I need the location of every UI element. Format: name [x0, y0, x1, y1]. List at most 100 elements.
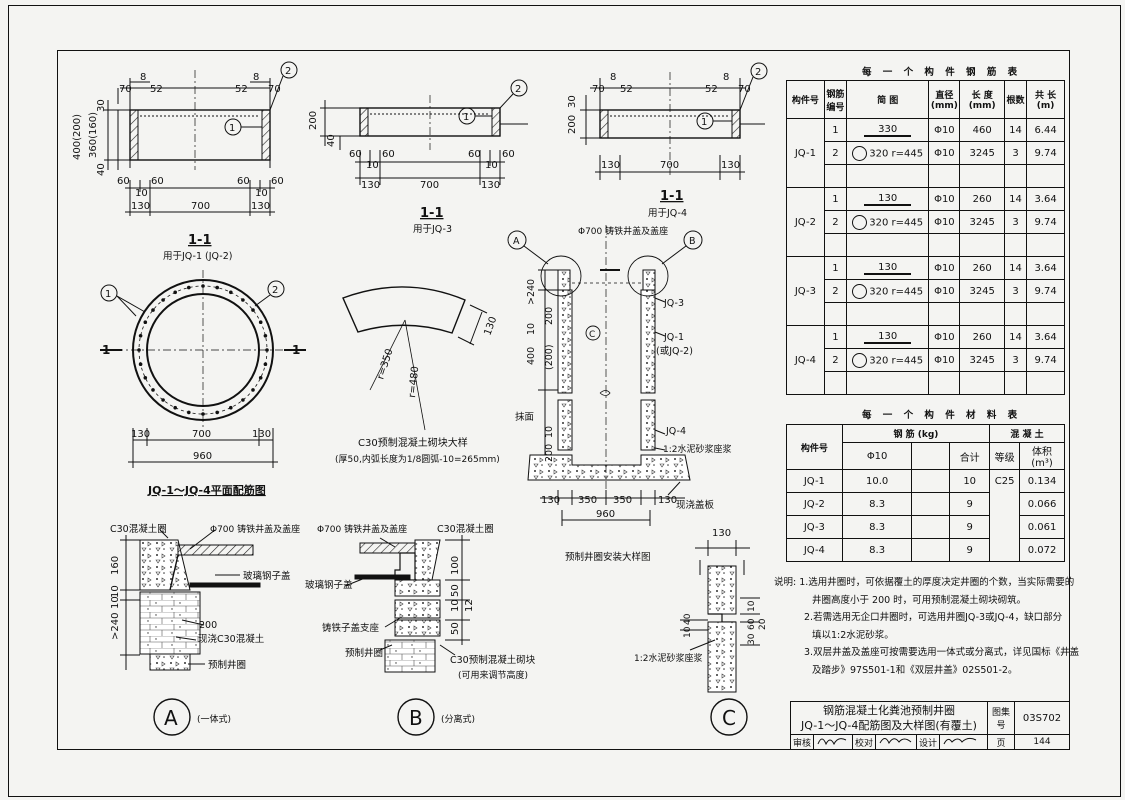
detail-mark: B: [409, 706, 423, 730]
dim-text: 50: [450, 622, 461, 635]
detail-a: [120, 529, 261, 736]
rebar-dot: [201, 412, 205, 416]
label-text: C30混凝土圈: [437, 523, 494, 535]
dim-text: 10: [110, 596, 121, 609]
detail-c-text: 130 10 60 30 20 10 40 1:2水泥砂浆座浆 C: [634, 528, 768, 730]
dim-text: 130: [251, 201, 270, 212]
table-cell-dia: Φ10: [928, 210, 961, 234]
dim-text: 350: [613, 495, 632, 506]
view-title: 预制井圈安装大样图: [565, 551, 651, 563]
empty-cell: [1026, 164, 1065, 188]
col-header: [911, 442, 951, 470]
dim-text: 52: [150, 84, 163, 95]
label-text: C30混凝土圈: [110, 523, 167, 535]
table-cell-len: 3245: [959, 279, 1005, 303]
table-cell-shape: 320 r=445: [846, 279, 930, 303]
table-cell-n: 3: [1003, 210, 1028, 234]
table-cell-total: 9.74: [1026, 210, 1065, 234]
col-header: 根数: [1003, 80, 1028, 119]
empty-cell: [823, 164, 848, 188]
dim-text: 400(200): [72, 114, 83, 160]
dim-text: 70: [119, 84, 132, 95]
empty-cell: [911, 492, 951, 516]
dim-text: 10: [526, 323, 537, 335]
table-cell-n: 14: [1003, 118, 1028, 142]
rebar-dot: [265, 348, 269, 352]
col-header: 体积 (m³): [1019, 442, 1065, 470]
dim-text: >240: [110, 613, 121, 640]
dim-text: 10: [485, 160, 498, 171]
rebar-table-title: 每 一 个 构 件 钢 筋 表: [862, 67, 1022, 78]
rebar-dot: [201, 284, 205, 288]
cut-mark: 1: [292, 343, 300, 357]
rebar-dot: [229, 290, 233, 295]
rebar-mark: 1: [463, 112, 469, 123]
section-jq3: [320, 79, 528, 185]
bar-shape-label: 330: [864, 124, 912, 137]
steel-subtotal: 10: [949, 469, 991, 493]
steel-phi10: 8.3: [841, 538, 913, 562]
empty-cell: [1003, 302, 1028, 326]
empty-cell: [959, 233, 1005, 257]
empty-cell: [823, 233, 848, 257]
table-row: [787, 233, 1065, 257]
label-text: Φ700 铸铁井盖及盖座: [578, 225, 668, 237]
rebar-dot: [151, 308, 155, 312]
steel-subtotal: 9: [949, 515, 991, 539]
table-cell-n: 14: [1003, 256, 1028, 280]
dim-text: 60: [237, 176, 250, 187]
table-cell-total: 3.64: [1026, 187, 1065, 211]
dim-text: 130: [131, 201, 150, 212]
table-cell-shape: 320 r=445: [846, 141, 930, 165]
rebar-dot: [187, 410, 191, 415]
table-cell-n: 14: [1003, 187, 1028, 211]
dim-text: 70: [268, 84, 281, 95]
material-table: 构件号 钢 筋 (kg) 混 凝 土 Φ10 合计 等级 体积 (m³) JQ-…: [786, 424, 1065, 562]
table-cell-no: 1: [823, 256, 848, 280]
dim-text: 12: [464, 599, 475, 612]
bar-shape-label: 130: [864, 331, 912, 344]
rebar-dot: [241, 298, 245, 302]
rebar-mark: 1: [229, 123, 235, 134]
dim-text: 60: [349, 149, 362, 160]
empty-cell: [928, 164, 961, 188]
dim-text: (200): [544, 344, 555, 370]
col-header: 简 图: [846, 80, 930, 119]
col-header: 构件号: [786, 424, 843, 470]
col-header: Φ10: [841, 442, 913, 470]
dim-text: 60: [151, 176, 164, 187]
install-detail: [507, 225, 703, 526]
dim-text: 30: [747, 633, 757, 645]
empty-cell: [911, 515, 951, 539]
title-block: 钢筋混凝土化粪池预制井圈 JQ-1～JQ-4配筋图及大样图(有覆土) 图集号 0…: [790, 700, 1070, 750]
view-subtitle: 用于JQ-3: [413, 224, 452, 235]
col-header: 混 凝 土: [989, 424, 1065, 443]
ring-bar-icon: [852, 352, 868, 368]
dim-text: 700: [191, 201, 210, 212]
dim-text: r=480: [407, 366, 421, 399]
title-cell: 钢筋混凝土化粪池预制井圈 JQ-1～JQ-4配筋图及大样图(有覆土): [790, 700, 988, 736]
dim-text: 30: [567, 95, 578, 108]
empty-cell: [928, 302, 961, 326]
bar-shape-label: 130: [864, 262, 912, 275]
member-id: JQ-2: [786, 492, 843, 516]
empty-cell: [1003, 164, 1028, 188]
concrete-volume: 0.072: [1019, 538, 1065, 562]
label-text: Φ700 铸铁井盖及盖座: [317, 523, 407, 535]
dim-text: 130: [712, 528, 731, 539]
dim-text: 200: [567, 115, 578, 134]
member-id: JQ-1: [786, 118, 825, 188]
rebar-dot: [241, 398, 245, 402]
table-cell-no: 2: [823, 348, 848, 372]
empty-cell: [959, 371, 1005, 395]
dim-text: 200: [199, 620, 217, 631]
empty-cell: [928, 371, 961, 395]
concrete-grade: [989, 492, 1021, 516]
page-label: 页: [987, 734, 1015, 750]
empty-cell: [846, 302, 930, 326]
bar-ring-label: 320 r=445: [869, 217, 924, 228]
dim-text: 10: [544, 426, 555, 438]
